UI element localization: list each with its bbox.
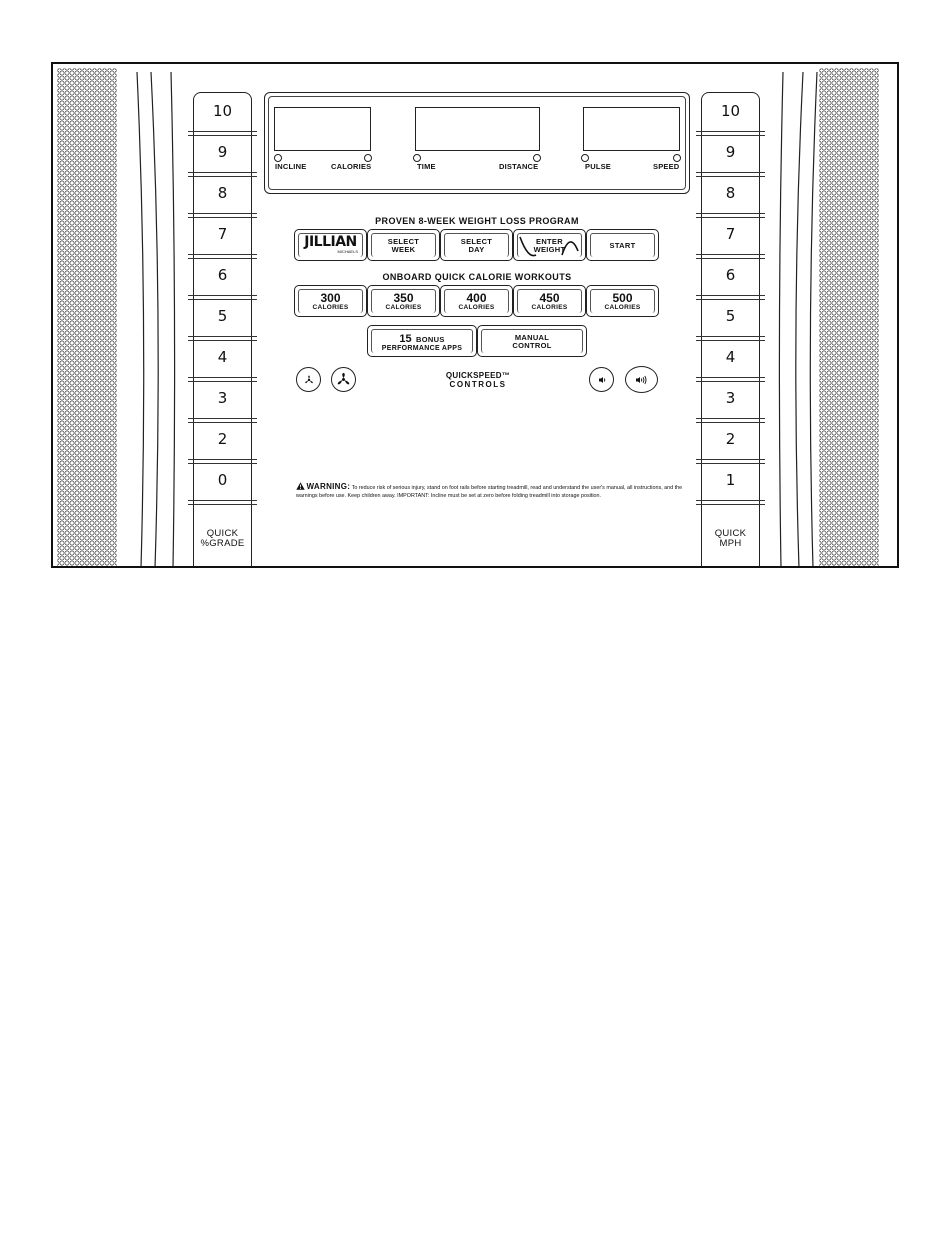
incline-label: INCLINE	[275, 162, 307, 171]
volume-up-button[interactable]	[625, 366, 658, 393]
pulse-label: PULSE	[585, 162, 612, 171]
time-label: TIME	[417, 162, 436, 171]
quick-mph-button[interactable]: 8	[696, 175, 765, 218]
calorie-500-button[interactable]: 500 CALORIES	[586, 285, 659, 317]
fan-low-button[interactable]	[296, 367, 321, 392]
calories-indicator-led	[364, 154, 372, 162]
time-indicator-led	[413, 154, 421, 162]
quick-grade-button[interactable]: 5	[188, 298, 257, 341]
quick-grade-button[interactable]: 6	[188, 257, 257, 300]
incline-indicator-led	[274, 154, 282, 162]
distance-label: DISTANCE	[499, 162, 539, 171]
select-week-button[interactable]: SELECT WEEK	[367, 229, 440, 261]
calorie-400-button[interactable]: 400 CALORIES	[440, 285, 513, 317]
volume-down-button[interactable]	[589, 367, 614, 392]
display-window-center	[415, 107, 540, 151]
calorie-workouts-title: ONBOARD QUICK CALORIE WORKOUTS	[382, 272, 572, 282]
quick-grade-button[interactable]: 7	[188, 216, 257, 259]
quick-mph-column: 10 9 8 7 6 5 4 3 2 1 QUICK MPH	[696, 92, 765, 566]
select-day-button[interactable]: SELECT DAY	[440, 229, 513, 261]
quick-mph-button[interactable]: 6	[696, 257, 765, 300]
start-button[interactable]: START	[586, 229, 659, 261]
quick-grade-button[interactable]: 0	[188, 462, 257, 505]
manual-control-button[interactable]: MANUAL CONTROL	[477, 325, 587, 357]
quickspeed-controls-label: QUICKSPEED™ CONTROLS	[445, 371, 511, 389]
calorie-350-button[interactable]: 350 CALORIES	[367, 285, 440, 317]
warning-triangle-icon	[296, 482, 305, 490]
jillian-michaels-button[interactable]: JILLIAN MICHAELS	[294, 229, 367, 261]
quick-mph-button[interactable]: 4	[696, 339, 765, 382]
treadmill-console: 10 9 8 7 6 5 4 3 2 0 QUICK %GRADE 10 9 8…	[51, 62, 899, 568]
warning-text: To reduce risk of serious injury, stand …	[296, 485, 683, 499]
quick-grade-button[interactable]: 9	[188, 134, 257, 177]
quick-mph-label: QUICK MPH	[714, 528, 747, 549]
calorie-300-button[interactable]: 300 CALORIES	[294, 285, 367, 317]
quick-grade-column: 10 9 8 7 6 5 4 3 2 0 QUICK %GRADE	[188, 92, 257, 566]
quick-mph-button[interactable]: 1	[696, 462, 765, 505]
quick-mph-button[interactable]: 3	[696, 380, 765, 423]
fan-low-icon	[304, 375, 313, 383]
quick-mph-button[interactable]: 2	[696, 421, 765, 464]
left-speaker-grille	[57, 68, 117, 566]
display-panel: INCLINE CALORIES TIME DISTANCE PULSE SPE…	[264, 92, 690, 194]
safety-warning: WARNING: To reduce risk of serious injur…	[296, 482, 683, 499]
fan-high-icon	[337, 372, 350, 385]
quick-mph-button[interactable]: 9	[696, 134, 765, 177]
bonus-performance-apps-button[interactable]: 15 BONUS PERFORMANCE APPS	[367, 325, 477, 357]
right-speaker-grille	[819, 68, 879, 566]
weight-loss-program-title: PROVEN 8-WEEK WEIGHT LOSS PROGRAM	[375, 216, 579, 226]
speed-indicator-led	[673, 154, 681, 162]
quick-mph-button[interactable]: 7	[696, 216, 765, 259]
quick-grade-button[interactable]: 4	[188, 339, 257, 382]
calorie-450-button[interactable]: 450 CALORIES	[513, 285, 586, 317]
quick-grade-button[interactable]: 10	[188, 93, 257, 136]
distance-indicator-led	[533, 154, 541, 162]
quick-grade-label: QUICK %GRADE	[200, 528, 245, 549]
display-window-left	[274, 107, 371, 151]
volume-down-icon	[598, 376, 605, 383]
fan-high-button[interactable]	[331, 367, 356, 392]
enter-weight-button[interactable]: ENTER WEIGHT	[513, 229, 586, 261]
quick-mph-button[interactable]: 5	[696, 298, 765, 341]
speed-label: SPEED	[653, 162, 680, 171]
pulse-indicator-led	[581, 154, 589, 162]
quick-grade-button[interactable]: 3	[188, 380, 257, 423]
display-window-right	[583, 107, 680, 151]
quick-grade-button[interactable]: 2	[188, 421, 257, 464]
calories-label: CALORIES	[331, 162, 372, 171]
quick-mph-button[interactable]: 10	[696, 93, 765, 136]
volume-up-icon	[635, 375, 646, 384]
quick-grade-button[interactable]: 8	[188, 175, 257, 218]
weight-curve-icon	[519, 236, 579, 257]
